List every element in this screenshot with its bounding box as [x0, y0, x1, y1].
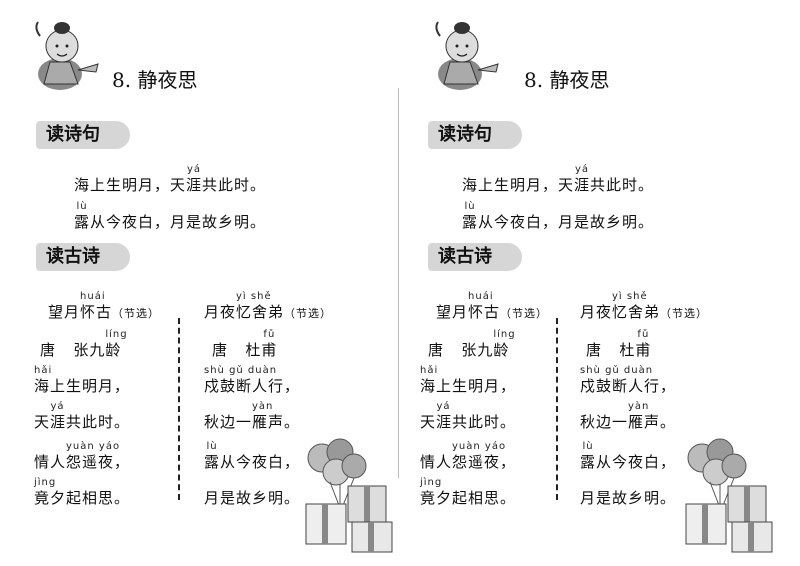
lesson-title: 8. 静夜思 [112, 68, 198, 92]
poem-divider [178, 318, 180, 500]
poem2-line: 月是故乡明。 [580, 489, 677, 507]
balloons-gifts-icon [685, 438, 773, 553]
section-tag-read-poems: 读古诗 [428, 243, 522, 271]
scholar-mascot-icon [35, 21, 99, 90]
balloons-gifts-icon [305, 438, 393, 553]
section-tag-read-poems: 读古诗 [36, 243, 130, 271]
poem-divider [556, 318, 558, 500]
section-tag-read-lines: 读诗句 [428, 121, 522, 149]
page-divider [398, 88, 399, 478]
lesson-title: 8. 静夜思 [524, 68, 610, 92]
poem2-line: 月是故乡明。 [204, 489, 301, 507]
section-tag-read-lines: 读诗句 [36, 121, 130, 149]
scholar-mascot-icon [435, 21, 499, 90]
